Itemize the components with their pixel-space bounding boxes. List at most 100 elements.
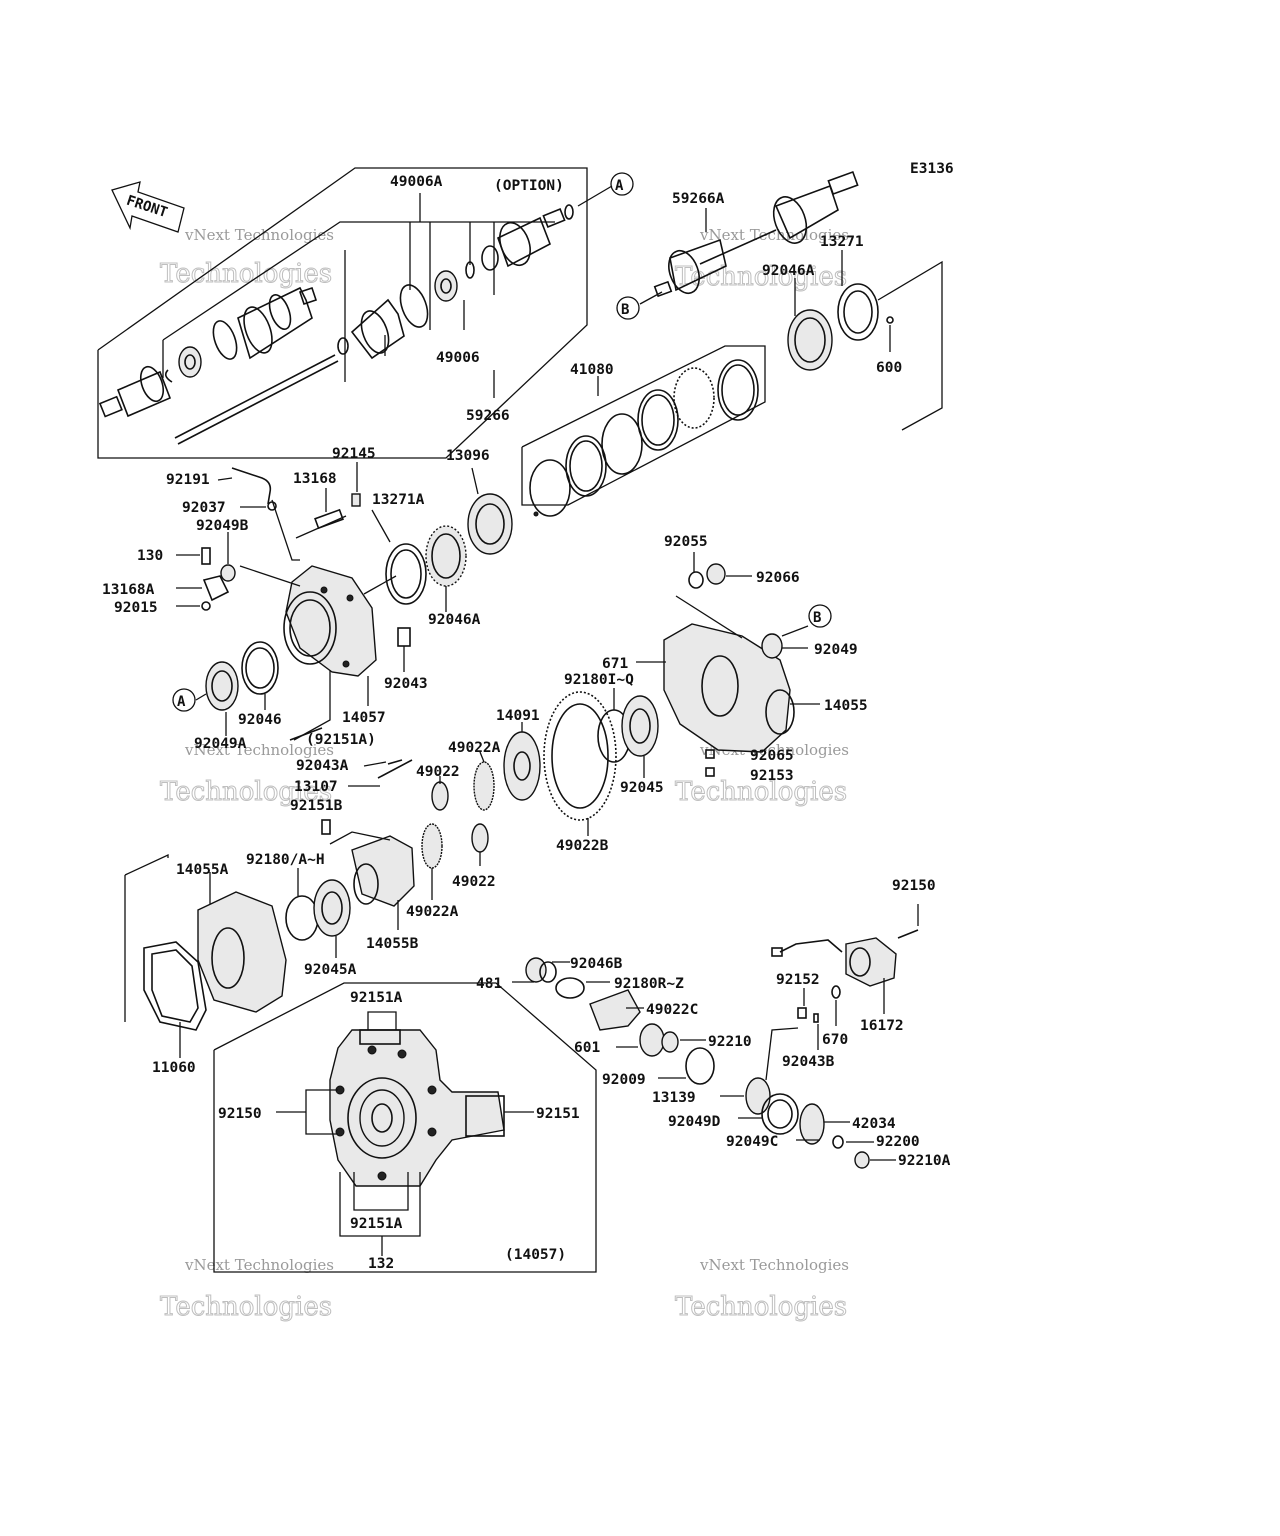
svg-text:vNext Technologies: vNext Technologies (184, 226, 334, 244)
part-label: 49022 (452, 874, 496, 890)
svg-text:vNext Technologies: vNext Technologies (699, 226, 849, 244)
part-label: 92046B (570, 956, 623, 972)
housing-left-parts (176, 462, 513, 741)
part-label: 92151 (536, 1106, 580, 1122)
watermark-mid-left: vNext Technologies Technologies (160, 741, 335, 808)
part-label: 92065 (750, 748, 794, 764)
part-label: 92049B (196, 518, 249, 534)
part-label: 42034 (852, 1116, 896, 1132)
svg-text:B: B (813, 610, 821, 626)
part-label: 600 (876, 360, 902, 376)
part-label: 92043B (782, 1054, 835, 1070)
differential-internals (285, 688, 659, 958)
right-housing-parts (636, 552, 820, 777)
svg-text:FRONT: FRONT (124, 193, 169, 221)
assembly-label: (14057) (505, 1247, 566, 1263)
part-label: 92150 (218, 1106, 262, 1122)
part-label: 92049D (668, 1114, 721, 1130)
assembly-14057-body (276, 1011, 534, 1256)
part-label: 59266 (466, 408, 510, 424)
part-label: 481 (476, 976, 502, 992)
part-label: 13168 (293, 471, 337, 487)
svg-text:vNext Technologies: vNext Technologies (699, 1256, 849, 1274)
part-label: 92145 (332, 446, 376, 462)
lower-right-parts (512, 904, 919, 1169)
part-label: 49006A (390, 174, 443, 190)
part-label: 13139 (652, 1090, 696, 1106)
part-label: 92055 (664, 534, 708, 550)
part-label: 49022C (646, 1002, 698, 1018)
part-label: 49022A (406, 904, 459, 920)
part-label: 13271A (372, 492, 425, 508)
part-label: 92153 (750, 768, 794, 784)
part-label: 92151A (350, 1216, 403, 1232)
svg-text:B: B (621, 302, 629, 318)
part-label: 92151A (350, 990, 403, 1006)
part-label: 92009 (602, 1072, 646, 1088)
svg-text:A: A (177, 694, 186, 710)
part-label: 14057 (342, 710, 386, 726)
callout-b-right: B (808, 604, 832, 628)
part-label: 59266A (672, 191, 725, 207)
part-label: 92180R~Z (614, 976, 684, 992)
part-label: 92046A (428, 612, 481, 628)
part-label: 92210A (898, 1153, 951, 1169)
watermark-bottom-left: vNext Technologies Technologies (160, 1256, 335, 1323)
svg-text:Technologies: Technologies (160, 777, 332, 807)
diagram-code: E3136 (910, 161, 954, 177)
housing-14055a (124, 853, 287, 1058)
front-arrow-icon: FRONT (111, 181, 185, 233)
part-label: 92151B (290, 798, 343, 814)
part-label: 49006 (436, 350, 480, 366)
part-label: 92049 (814, 642, 858, 658)
callout-a-left: A (172, 688, 196, 712)
option-label: (OPTION) (494, 178, 564, 194)
callout-a-top: A (610, 172, 634, 196)
part-label: 49022A (448, 740, 501, 756)
part-label: 49022 (416, 764, 460, 780)
part-label: 92037 (182, 500, 226, 516)
labels: E3136 (OPTION) (14057) 49006A 59266A 132… (102, 161, 954, 1272)
assembly-14057-frame (213, 982, 597, 1273)
part-label: 16172 (860, 1018, 904, 1034)
axle-shaft-assembly (639, 170, 943, 431)
part-label: 92150 (892, 878, 936, 894)
driveshaft-parts (98, 204, 574, 445)
part-label: 13107 (294, 779, 338, 795)
part-label: 92191 (166, 472, 210, 488)
part-label: 13271 (820, 234, 864, 250)
part-label: 14055A (176, 862, 229, 878)
part-label: 49022B (556, 838, 609, 854)
part-label: 13168A (102, 582, 155, 598)
driveshaft-assembly-frame (97, 167, 588, 459)
part-label: 92152 (776, 972, 820, 988)
watermark-top-right: vNext Technologies Technologies (675, 226, 850, 293)
part-label: 92180I~Q (564, 672, 634, 688)
watermark-bottom-right: vNext Technologies Technologies (675, 1256, 850, 1323)
part-label: 92045 (620, 780, 664, 796)
part-label: 671 (602, 656, 628, 672)
callout-b-top: B (616, 296, 640, 320)
part-label: 92049C (726, 1134, 778, 1150)
part-label: 92180/A~H (246, 852, 325, 868)
part-label: 14055 (824, 698, 868, 714)
clutch-pack (521, 345, 766, 517)
part-label: 92015 (114, 600, 158, 616)
part-label: 14091 (496, 708, 540, 724)
part-label: 132 (368, 1256, 394, 1272)
part-label: 92046 (238, 712, 282, 728)
part-label: 130 (137, 548, 163, 564)
part-label: 92043 (384, 676, 428, 692)
driveshaft-leaders (384, 185, 613, 398)
part-label: 13096 (446, 448, 490, 464)
part-label: (92151A) (306, 732, 376, 748)
part-label: 92043A (296, 758, 349, 774)
part-label: 14055B (366, 936, 419, 952)
svg-text:Technologies: Technologies (675, 777, 847, 807)
part-label: 601 (574, 1040, 600, 1056)
svg-text:vNext Technologies: vNext Technologies (184, 741, 334, 759)
part-label: 92066 (756, 570, 800, 586)
part-label: 41080 (570, 362, 614, 378)
svg-text:A: A (615, 178, 624, 194)
